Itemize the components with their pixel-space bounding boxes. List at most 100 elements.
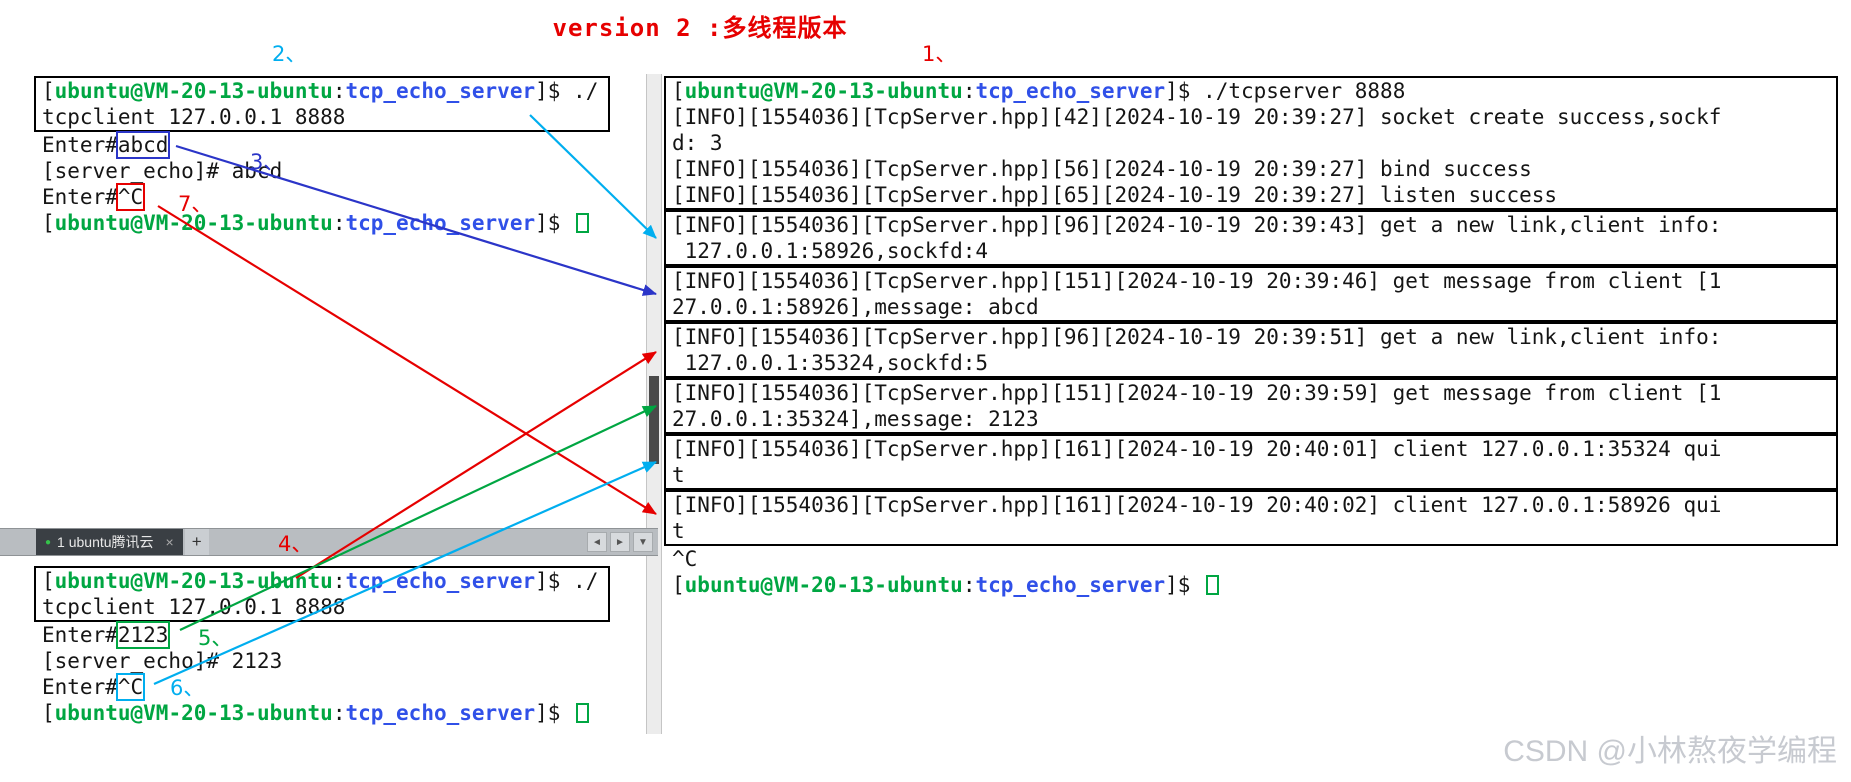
terminal-line: Enter#2123 <box>42 622 610 648</box>
terminal-line: ^C <box>672 546 1838 572</box>
terminal-text: ubuntu@VM-20-13-ubuntu <box>684 573 963 597</box>
terminal-text: 27.0.0.1:35324],message: 2123 <box>672 407 1039 431</box>
terminal-block: ^C[ubuntu@VM-20-13-ubuntu:tcp_echo_serve… <box>672 546 1838 598</box>
terminal-text: [ <box>672 573 685 597</box>
terminal-line: [INFO][1554036][TcpServer.hpp][161][2024… <box>672 492 1826 518</box>
terminal-tab[interactable]: ● 1 ubuntu腾讯云 × <box>36 529 183 555</box>
terminal-line: [ubuntu@VM-20-13-ubuntu:tcp_echo_server]… <box>42 210 610 236</box>
annotation-highlight-box-cyan: [ubuntu@VM-20-13-ubuntu:tcp_echo_server]… <box>34 76 611 132</box>
terminal-text: [ <box>42 701 55 725</box>
new-tab-button[interactable]: + <box>184 529 209 555</box>
terminal-text: : <box>962 573 976 597</box>
terminal-line: [INFO][1554036][TcpServer.hpp][65][2024-… <box>672 182 1826 208</box>
terminal-text: [ <box>42 569 55 593</box>
tab-menu-button[interactable]: ▼ <box>633 532 653 552</box>
terminal-text: [INFO][1554036][TcpServer.hpp][161][2024… <box>672 437 1722 461</box>
annotation-highlight-box-blue: [INFO][1554036][TcpServer.hpp][151][2024… <box>664 266 1838 322</box>
terminal-line: Enter#abcd <box>42 132 610 158</box>
terminal-text: [server_echo]# abcd <box>42 159 283 183</box>
terminal-line: [ubuntu@VM-20-13-ubuntu:tcp_echo_server]… <box>42 568 598 594</box>
terminal-line: t <box>672 518 1826 544</box>
terminal-text: [INFO][1554036][TcpServer.hpp][56][2024-… <box>672 157 1532 181</box>
terminal-text: : <box>332 79 346 103</box>
terminal-line: tcpclient 127.0.0.1 8888 <box>42 594 598 620</box>
annotation-highlight-box-red: [ubuntu@VM-20-13-ubuntu:tcp_echo_server]… <box>34 566 611 622</box>
terminal-text: [ <box>42 211 55 235</box>
annotation-arrow <box>157 205 657 515</box>
annotation-highlight-box-red: [INFO][1554036][TcpServer.hpp][161][2024… <box>664 490 1838 546</box>
terminal-text: [ <box>42 79 55 103</box>
server-terminal[interactable]: [ubuntu@VM-20-13-ubuntu:tcp_echo_server]… <box>664 76 1838 598</box>
terminal-line: tcpclient 127.0.0.1 8888 <box>42 104 598 130</box>
terminal-text: tcp_echo_server <box>345 701 536 725</box>
terminal-text: [server_echo]# 2123 <box>42 649 283 673</box>
terminal-text: ubuntu@VM-20-13-ubuntu <box>684 79 963 103</box>
terminal-cursor <box>576 703 590 723</box>
terminal-text: ]$ <box>1165 573 1204 597</box>
terminal-text: Enter# <box>42 623 118 647</box>
tab-close-icon[interactable]: × <box>165 534 174 550</box>
terminal-line: d: 3 <box>672 130 1826 156</box>
scroll-tabs-left-button[interactable]: ◄ <box>587 532 607 552</box>
page-title: version 2 :多线程版本 <box>552 14 848 42</box>
terminal-line: [ubuntu@VM-20-13-ubuntu:tcp_echo_server]… <box>42 700 610 726</box>
terminal-text: [INFO][1554036][TcpServer.hpp][151][2024… <box>672 381 1722 405</box>
terminal-line: [ubuntu@VM-20-13-ubuntu:tcp_echo_server]… <box>672 572 1838 598</box>
terminal-line: [server_echo]# abcd <box>42 158 610 184</box>
annotation-highlight-box-cyan: [INFO][1554036][TcpServer.hpp][96][2024-… <box>664 210 1838 266</box>
annotation-highlight-box-red: [ubuntu@VM-20-13-ubuntu:tcp_echo_server]… <box>664 76 1838 210</box>
terminal-text: [INFO][1554036][TcpServer.hpp][96][2024-… <box>672 325 1722 349</box>
terminal-line: 27.0.0.1:58926],message: abcd <box>672 294 1826 320</box>
terminal-text: Enter# <box>42 185 118 209</box>
terminal-text: tcp_echo_server <box>345 569 536 593</box>
terminal-text: Enter# <box>42 675 118 699</box>
terminal-text: ]$ <box>535 211 574 235</box>
terminal-text: [INFO][1554036][TcpServer.hpp][42][2024-… <box>672 105 1722 129</box>
terminal-text: : <box>332 211 346 235</box>
session-active-icon: ● <box>45 536 52 548</box>
terminal-line: Enter#^C <box>42 674 610 700</box>
terminal-line: Enter#^C <box>42 184 610 210</box>
terminal-text: ]$ ./ <box>535 79 599 103</box>
terminal-line: [server_echo]# 2123 <box>42 648 610 674</box>
scroll-tabs-right-button[interactable]: ► <box>610 532 630 552</box>
tab-title: 1 ubuntu腾讯云 <box>57 534 154 550</box>
terminal-text: [ <box>672 79 685 103</box>
terminal-text: 27.0.0.1:58926],message: abcd <box>672 295 1039 319</box>
terminal-cursor <box>576 213 590 233</box>
terminal-text: [INFO][1554036][TcpServer.hpp][151][2024… <box>672 269 1722 293</box>
terminal-text: : <box>962 79 976 103</box>
terminal-text: tcp_echo_server <box>975 79 1166 103</box>
terminal-text: ]$ ./ <box>535 569 599 593</box>
terminal-line: 127.0.0.1:58926,sockfd:4 <box>672 238 1826 264</box>
annotation-number-label: 2、 <box>272 42 307 66</box>
pane-scrollbar[interactable] <box>646 74 662 734</box>
client2-terminal[interactable]: [ubuntu@VM-20-13-ubuntu:tcp_echo_server]… <box>34 566 611 726</box>
terminal-text: t <box>672 463 685 487</box>
terminal-tab-bar: ● 1 ubuntu腾讯云 × + ◄ ► ▼ <box>0 528 658 556</box>
terminal-line: [INFO][1554036][TcpServer.hpp][96][2024-… <box>672 212 1826 238</box>
watermark: CSDN @小林熬夜学编程 <box>1503 735 1837 768</box>
terminal-text: tcpclient 127.0.0.1 8888 <box>42 595 346 619</box>
scrollbar-thumb[interactable] <box>649 376 659 464</box>
terminal-text: ubuntu@VM-20-13-ubuntu <box>54 211 333 235</box>
terminal-text: [INFO][1554036][TcpServer.hpp][65][2024-… <box>672 183 1558 207</box>
terminal-text: [INFO][1554036][TcpServer.hpp][161][2024… <box>672 493 1722 517</box>
terminal-line: [ubuntu@VM-20-13-ubuntu:tcp_echo_server]… <box>42 78 598 104</box>
tab-bar-controls: ◄ ► ▼ <box>587 529 658 555</box>
terminal-text: 127.0.0.1:35324,sockfd:5 <box>672 351 989 375</box>
terminal-text: [INFO][1554036][TcpServer.hpp][96][2024-… <box>672 213 1722 237</box>
terminal-line: [INFO][1554036][TcpServer.hpp][56][2024-… <box>672 156 1826 182</box>
terminal-text: 127.0.0.1:58926,sockfd:4 <box>672 239 989 263</box>
highlighted-text: abcd <box>117 133 169 157</box>
terminal-text: : <box>332 569 346 593</box>
terminal-text: ^C <box>672 547 698 571</box>
terminal-text: ubuntu@VM-20-13-ubuntu <box>54 79 333 103</box>
terminal-text: tcp_echo_server <box>345 211 536 235</box>
client1-terminal[interactable]: [ubuntu@VM-20-13-ubuntu:tcp_echo_server]… <box>34 76 611 236</box>
terminal-line: 27.0.0.1:35324],message: 2123 <box>672 406 1826 432</box>
terminal-line: [INFO][1554036][TcpServer.hpp][96][2024-… <box>672 324 1826 350</box>
annotation-highlight-box-green: [INFO][1554036][TcpServer.hpp][151][2024… <box>664 378 1838 434</box>
